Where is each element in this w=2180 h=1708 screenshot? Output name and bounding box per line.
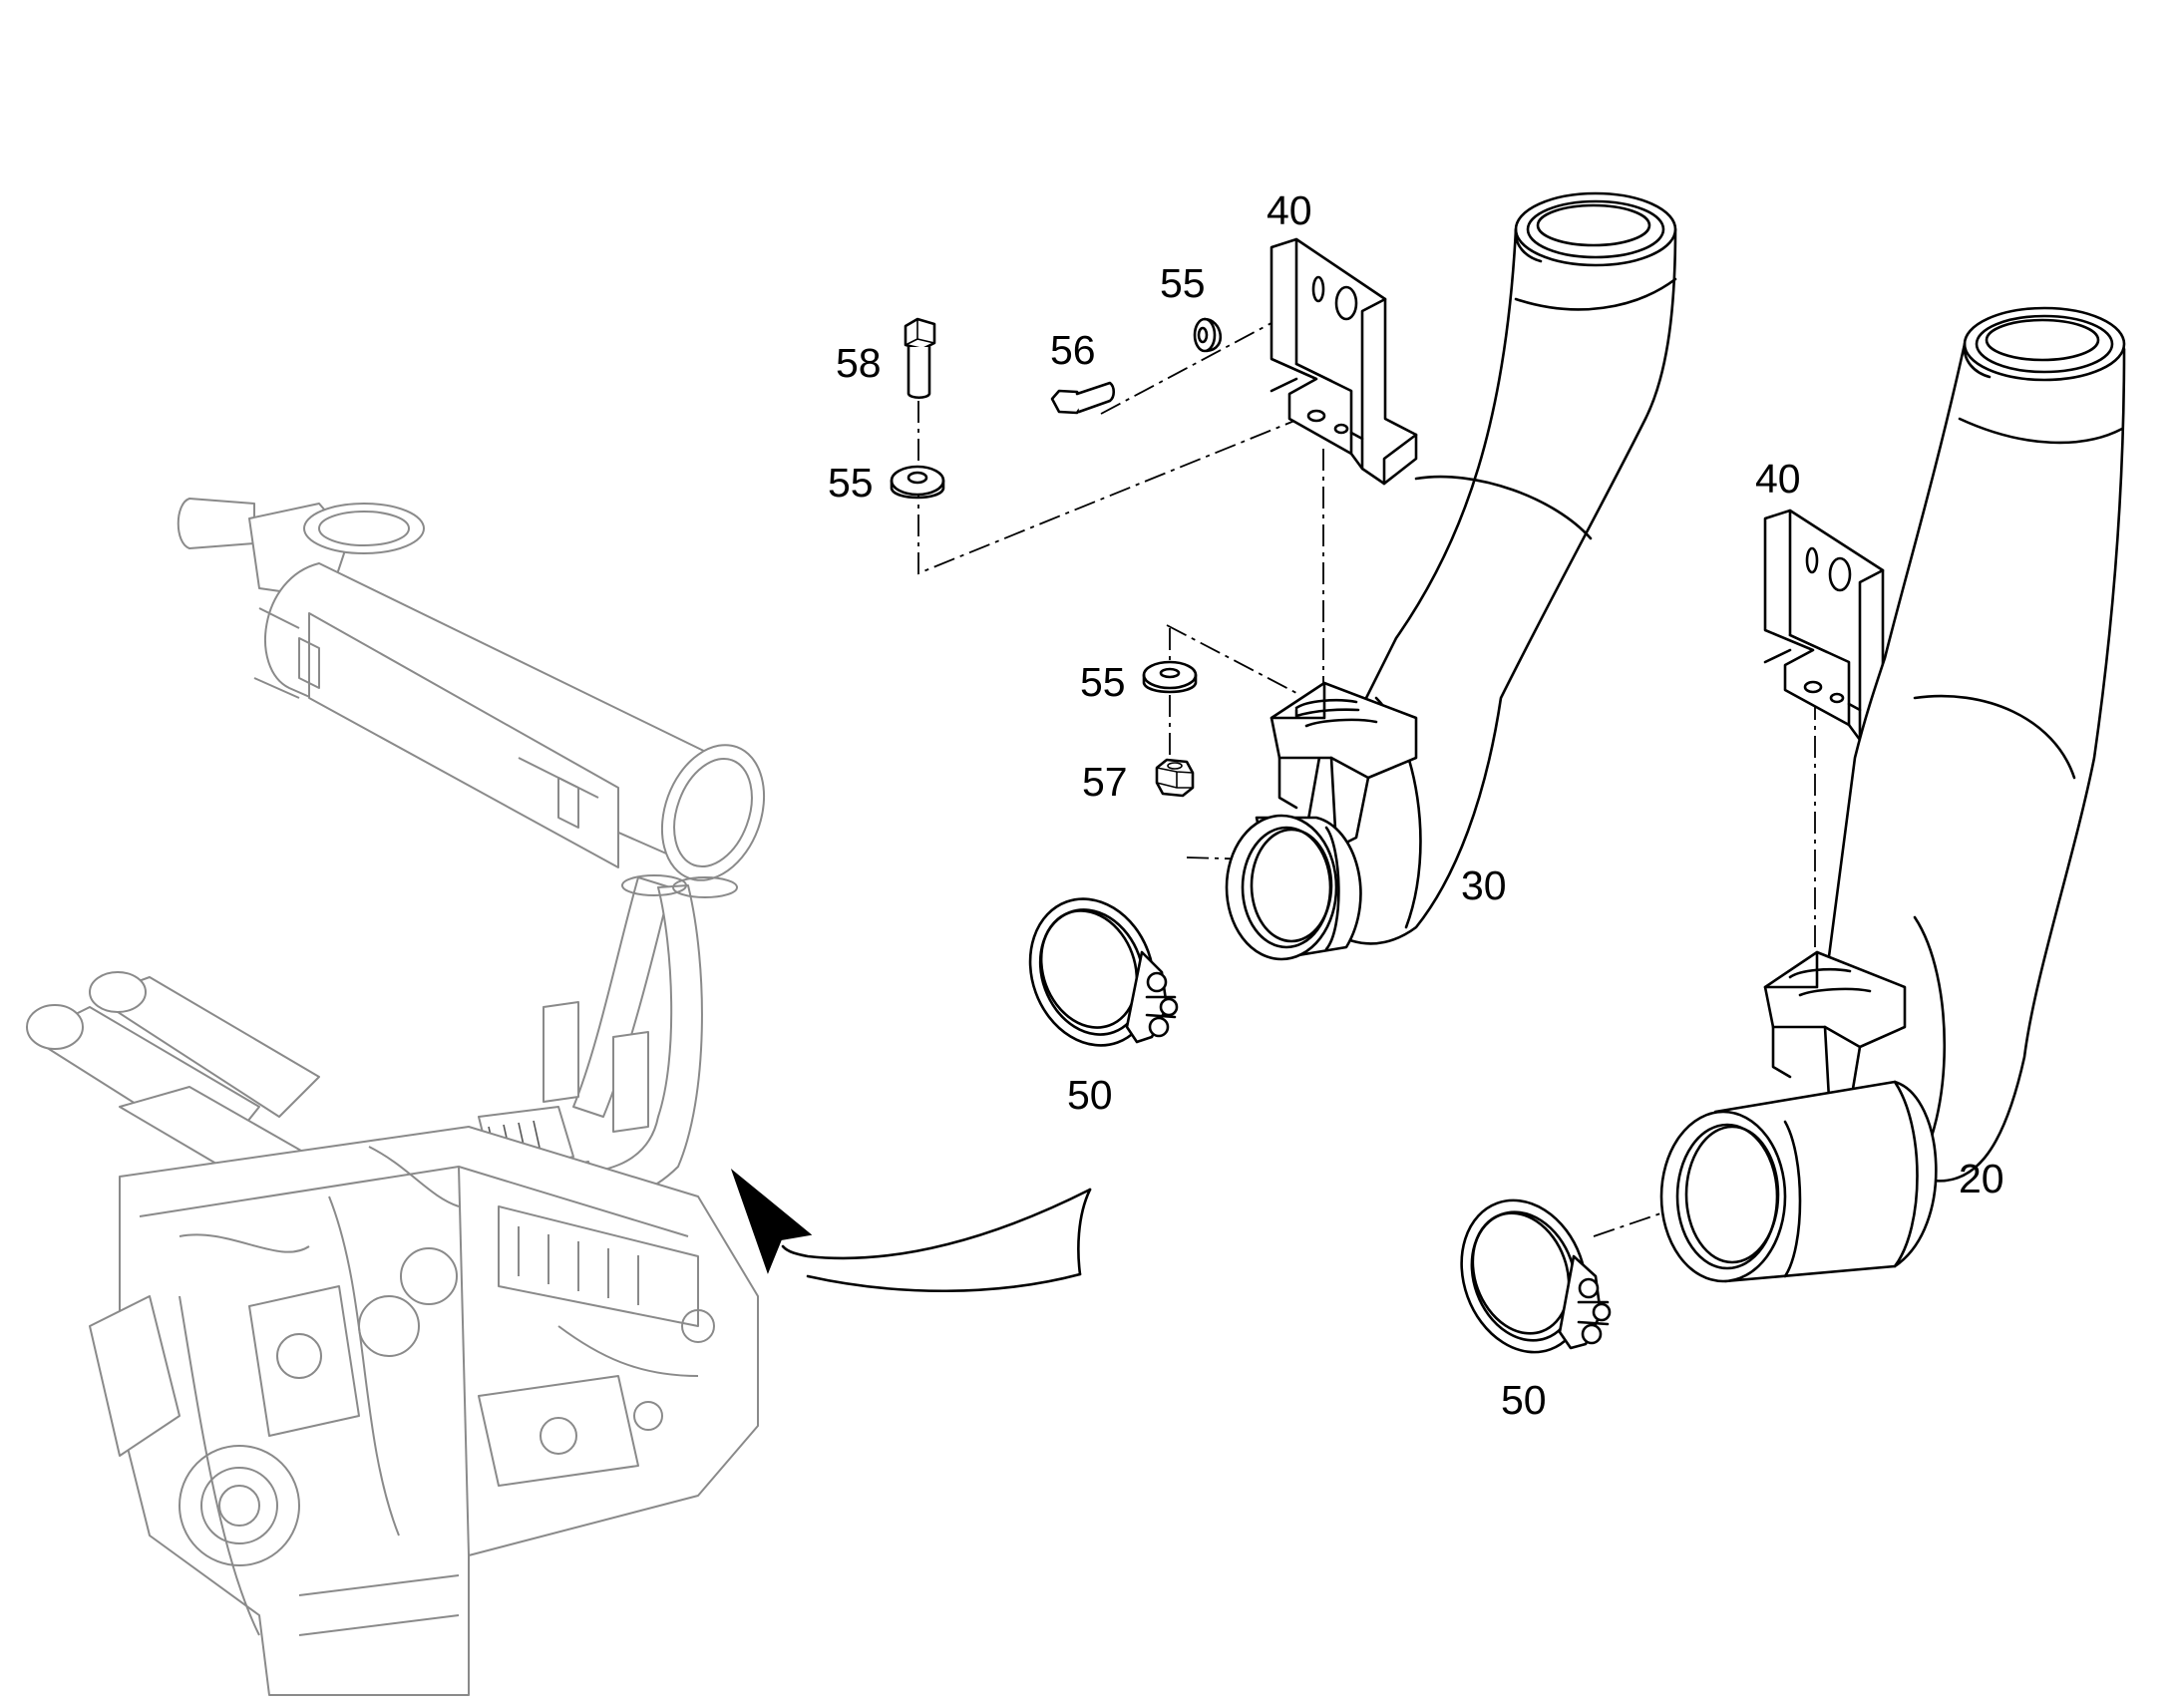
exhaust-pipe-20: [1659, 306, 2126, 1283]
exhaust-downpipes: [543, 874, 738, 1203]
band-clamp-rear: [1460, 1198, 1612, 1354]
engine-block: [89, 1126, 759, 1696]
callout-bracket-right: 40: [1755, 456, 1801, 502]
callout-nut: 57: [1082, 759, 1128, 805]
exhaust-pipe-30: [1225, 191, 1677, 961]
callout-pipe-rear: 20: [1959, 1156, 2004, 1201]
assembly-leader-lines: [917, 298, 1816, 1237]
hex-nut: [1155, 758, 1195, 798]
pointer-arrow: [730, 1168, 1092, 1293]
callout-pipe-front: 30: [1461, 862, 1507, 908]
hex-bolt: [904, 317, 936, 400]
callout-screw: 56: [1050, 327, 1096, 373]
washer-left: [890, 465, 945, 500]
callout-washer-top: 55: [1160, 260, 1206, 306]
engine-overview-illustration: [26, 498, 766, 1696]
callout-bracket-top: 40: [1267, 187, 1312, 233]
muffler: [177, 498, 766, 881]
callout-labels: 40 55 56 58 55 40 55 57 30 50 20 50: [828, 187, 2004, 1423]
callout-washer-mid: 55: [1080, 659, 1126, 705]
washer-top: [1193, 317, 1223, 353]
hex-screw: [1050, 381, 1116, 415]
mounting-bracket-top: [1270, 237, 1418, 486]
band-clamp-front: [1028, 897, 1179, 1047]
washer-mid: [1142, 660, 1198, 694]
callout-bolt: 58: [836, 340, 882, 386]
callout-clamp-rear: 50: [1501, 1377, 1547, 1423]
callout-clamp-front: 50: [1067, 1072, 1113, 1118]
callout-washer-left: 55: [828, 460, 874, 506]
